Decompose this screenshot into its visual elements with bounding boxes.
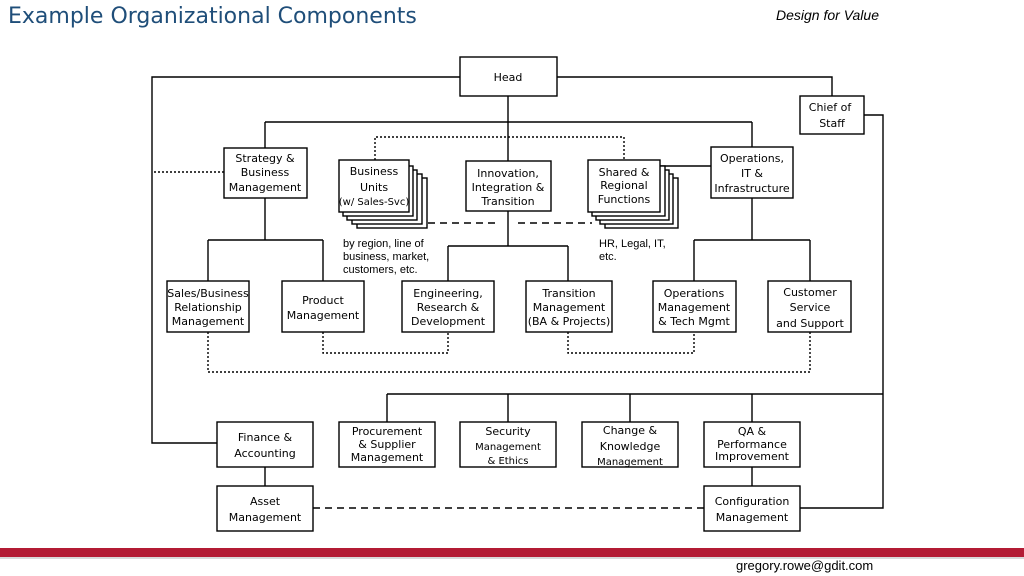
business-units-label-line1: Business bbox=[350, 165, 399, 178]
transition-label-line3: (BA & Projects) bbox=[528, 315, 611, 328]
change-label-line2: Knowledge bbox=[600, 440, 661, 453]
finance-box: Finance & Accounting bbox=[216, 421, 314, 468]
transition-box: Transition Management (BA & Projects) bbox=[525, 280, 613, 333]
ops-mgmt-label-line3: & Tech Mgmt bbox=[658, 315, 730, 328]
operations-label-line1: Operations, bbox=[720, 152, 784, 165]
sales-label-line3: Management bbox=[172, 315, 245, 328]
footer-email: gregory.rowe@gdit.com bbox=[736, 558, 874, 573]
ops-mgmt-label-line2: Management bbox=[658, 301, 731, 314]
finance-label-line1: Finance & bbox=[238, 431, 293, 444]
bu-note-line2: business, market, bbox=[343, 251, 429, 263]
asset-box: Asset Management bbox=[216, 485, 314, 532]
procurement-label-line3: Management bbox=[351, 451, 424, 464]
shared-functions-stack: Shared & Regional Functions bbox=[587, 159, 679, 229]
security-box: Security Management & Ethics bbox=[459, 421, 557, 468]
change-label-line3: Management bbox=[597, 457, 663, 468]
product-label-line1: Product bbox=[302, 294, 344, 307]
finance-label-line2: Accounting bbox=[234, 447, 295, 460]
operations-label-line3: Infrastructure bbox=[714, 182, 790, 195]
customer-label-line3: and Support bbox=[776, 317, 844, 330]
asset-label-line1: Asset bbox=[250, 495, 281, 508]
bu-note-line3: customers, etc. bbox=[343, 264, 418, 276]
shared-functions-label-line3: Functions bbox=[598, 193, 651, 206]
security-label-line2: Management bbox=[475, 442, 541, 453]
business-units-stack: Business Units (w/ Sales-Svc) bbox=[338, 159, 428, 229]
customer-label-line1: Customer bbox=[783, 286, 837, 299]
product-box: Product Management bbox=[281, 280, 365, 333]
product-label-line2: Management bbox=[287, 309, 360, 322]
qa-box: QA & Performance Improvement bbox=[703, 421, 801, 468]
ops-mgmt-label-line1: Operations bbox=[664, 287, 725, 300]
strategy-label-line1: Strategy & bbox=[235, 152, 295, 165]
shared-functions-note: HR, Legal, IT, etc. bbox=[599, 238, 666, 263]
innovation-box: Innovation, Integration & Transition bbox=[465, 160, 552, 212]
security-label-line3: & Ethics bbox=[487, 456, 528, 467]
asset-label-line2: Management bbox=[229, 511, 302, 524]
innovation-label-line2: Integration & bbox=[472, 181, 545, 194]
configuration-label-line1: Configuration bbox=[715, 495, 790, 508]
engineering-box: Engineering, Research & Development bbox=[401, 280, 495, 333]
change-label-line1: Change & bbox=[603, 424, 658, 437]
bu-note-line1: by region, line of bbox=[343, 238, 425, 250]
configuration-box: Configuration Management bbox=[703, 485, 801, 532]
qa-label-line3: Improvement bbox=[715, 450, 790, 463]
customer-label-line2: Service bbox=[790, 301, 831, 314]
security-label-line1: Security bbox=[485, 425, 531, 438]
engineering-label-line2: Research & bbox=[417, 301, 480, 314]
engineering-label-line1: Engineering, bbox=[413, 287, 483, 300]
shared-functions-label-line2: Regional bbox=[600, 179, 647, 192]
chief-of-staff-label-line1: Chief of bbox=[809, 101, 853, 114]
shared-functions-label-line1: Shared & bbox=[599, 166, 650, 179]
sales-label-line1: Sales/Business bbox=[167, 287, 249, 300]
business-units-note: by region, line of business, market, cus… bbox=[343, 238, 429, 276]
qa-label-line1: QA & bbox=[738, 425, 767, 438]
dotted-links bbox=[152, 136, 811, 373]
procurement-box: Procurement & Supplier Management bbox=[338, 421, 436, 468]
business-units-label-line3: (w/ Sales-Svc) bbox=[339, 197, 410, 208]
footer-bar bbox=[0, 548, 1024, 557]
configuration-label-line2: Management bbox=[716, 511, 789, 524]
strategy-box: Strategy & Business Management bbox=[223, 147, 308, 199]
procurement-label-line1: Procurement bbox=[352, 425, 423, 438]
business-units-label-line2: Units bbox=[360, 181, 388, 194]
dashed-links bbox=[313, 222, 717, 509]
transition-label-line1: Transition bbox=[541, 287, 595, 300]
operations-label-line2: IT & bbox=[741, 167, 763, 180]
head-label: Head bbox=[494, 71, 523, 84]
page-tagline: Design for Value bbox=[776, 7, 879, 23]
page-title: Example Organizational Components bbox=[8, 4, 417, 29]
strategy-label-line2: Business bbox=[241, 166, 290, 179]
shared-note-line1: HR, Legal, IT, bbox=[599, 238, 666, 250]
procurement-label-line2: & Supplier bbox=[358, 438, 416, 451]
transition-label-line2: Management bbox=[533, 301, 606, 314]
shared-note-line2: etc. bbox=[599, 251, 617, 263]
operations-box: Operations, IT & Infrastructure bbox=[710, 146, 794, 199]
chief-of-staff-box: Chief of Staff bbox=[799, 95, 865, 135]
engineering-label-line3: Development bbox=[411, 315, 486, 328]
sales-label-line2: Relationship bbox=[174, 301, 242, 314]
sales-box: Sales/Business Relationship Management bbox=[166, 280, 250, 333]
chief-of-staff-label-line2: Staff bbox=[819, 117, 845, 130]
head-box: Head bbox=[459, 56, 558, 97]
ops-mgmt-box: Operations Management & Tech Mgmt bbox=[652, 280, 737, 333]
innovation-label-line3: Transition bbox=[480, 195, 534, 208]
change-box: Change & Knowledge Management bbox=[581, 421, 679, 468]
innovation-label-line1: Innovation, bbox=[477, 167, 539, 180]
strategy-label-line3: Management bbox=[229, 181, 302, 194]
footer-bar-shadow bbox=[0, 557, 1024, 559]
customer-box: Customer Service and Support bbox=[767, 280, 852, 333]
qa-label-line2: Performance bbox=[717, 438, 787, 451]
